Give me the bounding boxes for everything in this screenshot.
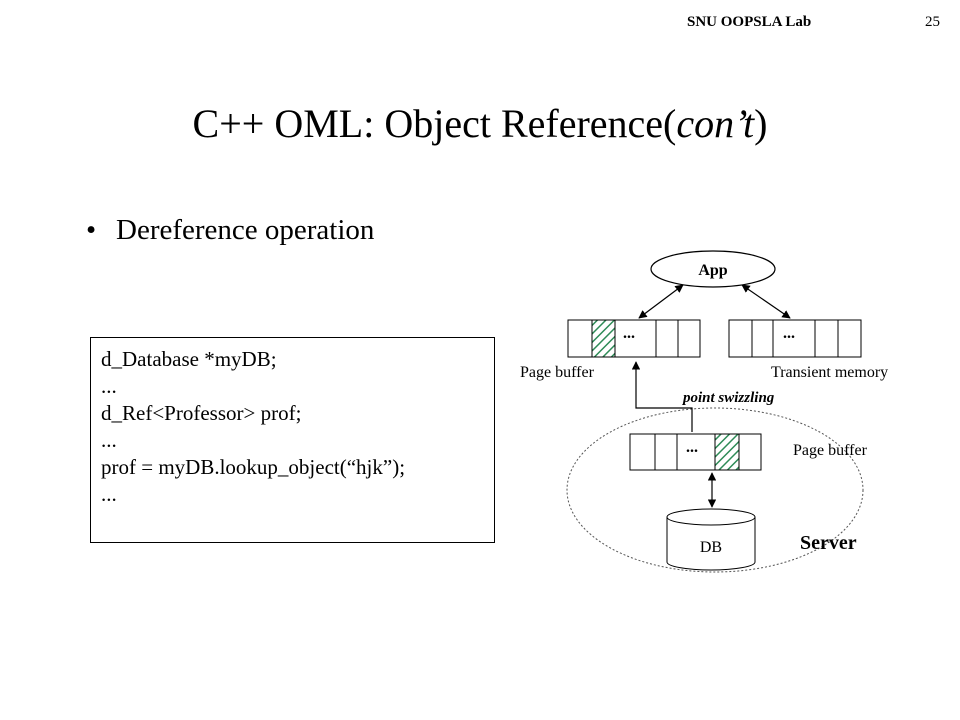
transient-dots: ... bbox=[783, 325, 795, 342]
transient-memory-label: Transient memory bbox=[771, 364, 888, 381]
code-line: prof = myDB.lookup_object(“hjk”); bbox=[101, 455, 406, 479]
db-cylinder-icon bbox=[666, 508, 756, 571]
page-buffer-client-label: Page buffer bbox=[520, 364, 595, 381]
app-label: App bbox=[698, 262, 727, 279]
code-line: ... bbox=[101, 482, 117, 506]
slide-title: C++ OML: Object Reference(con’t) bbox=[0, 100, 960, 147]
bullet-text: Dereference operation bbox=[116, 214, 375, 246]
transient-memory-buffer: ... bbox=[728, 319, 862, 358]
code-line: d_Database *myDB; bbox=[101, 347, 277, 371]
app-node bbox=[650, 250, 776, 288]
swizzling-arrow bbox=[631, 361, 693, 432]
server-label: Server bbox=[800, 532, 857, 554]
server-buffer-dots: ... bbox=[686, 439, 698, 456]
client-page-buffer: ... bbox=[567, 319, 701, 358]
title-italic: con’t bbox=[676, 101, 755, 146]
code-box: d_Database *myDB; ... d_Ref<Professor> p… bbox=[90, 337, 495, 543]
bullet-dot-icon: • bbox=[86, 214, 97, 246]
lab-name: SNU OOPSLA Lab bbox=[687, 14, 812, 30]
server-page-buffer: ... bbox=[629, 433, 762, 471]
title-close: ) bbox=[754, 101, 768, 146]
server-region bbox=[566, 407, 864, 573]
app-to-transient-arrow bbox=[741, 284, 791, 319]
client-buffer-dots: ... bbox=[623, 325, 635, 342]
page-buffer-server-label: Page buffer bbox=[793, 442, 868, 459]
bullet-item: • Dereference operation bbox=[86, 214, 374, 247]
page-number: 25 bbox=[925, 14, 940, 30]
code-line: ... bbox=[101, 428, 117, 452]
db-label: DB bbox=[700, 539, 722, 556]
app-to-page-buffer-arrow bbox=[638, 284, 684, 319]
title-main: C++ OML: Object Reference( bbox=[192, 101, 677, 146]
code-line: ... bbox=[101, 374, 117, 398]
swizzling-label: point swizzling bbox=[681, 390, 775, 406]
code-line: d_Ref<Professor> prof; bbox=[101, 401, 302, 425]
